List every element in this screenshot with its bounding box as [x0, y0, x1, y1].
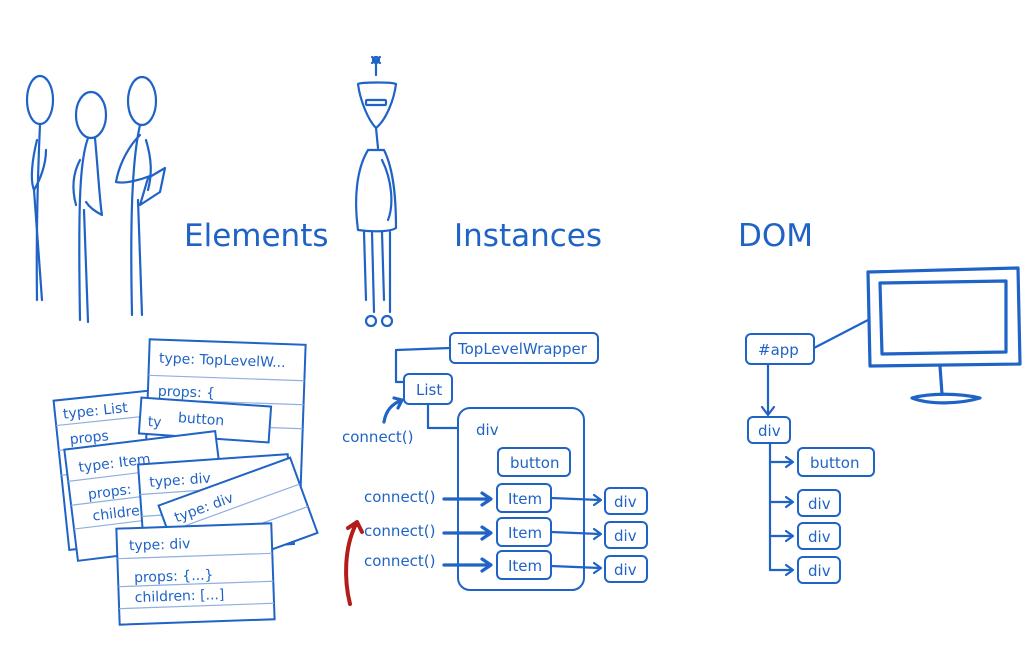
connect-list-arrow: [382, 396, 404, 424]
dom-child-2-box: [797, 522, 841, 550]
monitor-illustration: [866, 266, 1022, 405]
dom-child-2-arrow: [768, 529, 795, 543]
row-2-div-label: div: [614, 527, 637, 545]
row-3-connect-label: connect(): [364, 552, 436, 570]
card-list-type-text: type: List: [62, 400, 129, 423]
stick-figure-1: [25, 74, 55, 302]
app-to-div-arrow: [760, 362, 776, 417]
row-2-item-arrow: [549, 527, 603, 541]
row-1-div-label: div: [614, 493, 637, 511]
row-3-div-box: [604, 555, 648, 583]
list-to-div-connector: [426, 402, 464, 430]
row-3-item-label: Item: [508, 557, 542, 575]
red-order-arrow: [344, 520, 364, 606]
row-3-item-arrow: [549, 561, 603, 575]
row-3-div-label: div: [614, 561, 637, 579]
instance-row-2: connect() Item div: [364, 517, 648, 549]
instances-tree: TopLevelWrapper List connect() div butto…: [342, 332, 648, 606]
card-list-props-text: props: [69, 428, 110, 448]
card-top-type-text: type: TopLevelW...: [159, 351, 286, 371]
card-button-text: button: [178, 410, 225, 429]
row-1-item-label: Item: [508, 490, 542, 508]
instance-button-label: button: [510, 454, 559, 472]
dom-button-label: button: [810, 454, 859, 472]
people-group-illustration: [25, 74, 167, 324]
dom-child-3-arrow: [768, 563, 795, 577]
element-cards-stack: type: List props type: TopLevelW... prop…: [52, 338, 319, 626]
dom-child-2-label: div: [808, 528, 831, 546]
row-2-connect-label: connect(): [364, 522, 436, 540]
card-div-back-type-text: type: div: [149, 471, 211, 491]
element-card-div-front: type: div props: {...} children: [...]: [115, 522, 276, 626]
card-div-front-type-text: type: div: [129, 536, 191, 554]
card-item-props-text: props:: [87, 482, 132, 503]
dom-button-box: [797, 447, 875, 477]
dom-child-1-label: div: [808, 495, 831, 513]
card-item-children-text: children: [92, 502, 150, 525]
instance-button-box: [497, 447, 571, 477]
connect-list-label: connect(): [342, 428, 414, 446]
list-label: List: [416, 381, 442, 399]
row-2-div-box: [604, 521, 648, 549]
row-1-div-box: [604, 487, 648, 515]
stick-figure-3: [114, 75, 167, 317]
dom-child-1-box: [797, 489, 841, 517]
instance-row-3: connect() Item div: [364, 550, 648, 583]
row-1-item-arrow: [549, 493, 603, 507]
row-1-connect-label: connect(): [364, 488, 436, 506]
dom-heading: DOM: [738, 218, 813, 254]
instances-heading: Instances: [454, 218, 602, 254]
card-ty-text: ty: [147, 414, 162, 431]
wrapper-to-list-connector: [394, 346, 452, 384]
card-div-front-props-text: props: {...}: [134, 567, 214, 586]
dom-button-arrow: [768, 455, 795, 469]
row-2-connect-arrow: [442, 525, 493, 541]
dom-child-3-box: [797, 556, 841, 584]
dom-child-3-label: div: [808, 562, 831, 580]
row-2-item-label: Item: [508, 524, 542, 542]
robot-illustration: [355, 55, 398, 328]
div-container-label: div: [476, 421, 499, 439]
dom-tree: #app div button div div div: [745, 318, 875, 584]
dom-app-label: #app: [758, 341, 799, 359]
top-level-wrapper-label: TopLevelWrapper: [457, 340, 588, 358]
card-top-props-text: props: {: [158, 384, 216, 402]
dom-child-1-arrow: [768, 495, 795, 509]
row-1-connect-arrow: [442, 491, 493, 507]
app-to-monitor-connector: [812, 318, 870, 350]
stick-figure-2: [72, 90, 108, 324]
elements-heading: Elements: [184, 218, 329, 254]
row-3-connect-arrow: [442, 557, 493, 573]
dom-div-label: div: [758, 422, 781, 440]
instance-row-1: connect() Item div: [364, 483, 648, 515]
card-div-front-children-text: children: [...]: [134, 587, 224, 606]
